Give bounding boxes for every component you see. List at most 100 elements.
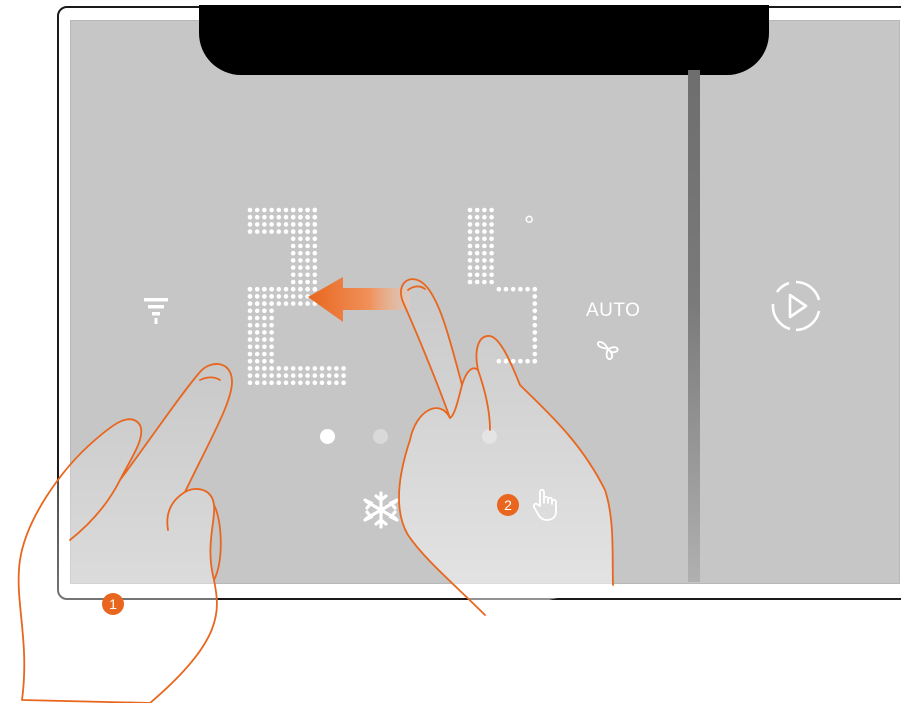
display-dot [468,265,473,270]
display-dot [298,244,303,249]
display-dot [248,208,253,213]
display-dot [533,359,538,364]
display-dot [504,287,509,292]
display-dot [248,309,253,314]
display-dot [255,330,260,335]
display-dot [482,237,487,242]
display-dot [305,280,310,285]
play-circle-icon[interactable] [768,278,824,334]
display-dot [305,373,310,378]
display-dot [327,373,332,378]
tap-hand-icon [531,486,565,522]
wifi-signal-icon[interactable] [141,294,171,328]
page-dot-1[interactable] [320,429,335,444]
display-dot [497,287,502,292]
display-dot [482,229,487,234]
display-dot [284,373,289,378]
temperature-display: ° [246,206,546,396]
display-dot [248,215,253,220]
display-dot [262,381,267,386]
display-dot [489,208,494,213]
display-dot [291,237,296,242]
display-dot [525,359,530,364]
display-dot [533,337,538,342]
display-dot [313,222,318,227]
display-dot [262,208,267,213]
display-dot [255,359,260,364]
display-dot [284,215,289,220]
display-dot [518,287,523,292]
display-dot [284,287,289,292]
display-dot [277,381,282,386]
display-dot [298,301,303,306]
display-dot [298,366,303,371]
page-dot-3[interactable] [482,429,497,444]
display-dot [248,345,253,350]
display-dot [468,222,473,227]
display-dot [305,381,310,386]
display-dot [298,237,303,242]
display-dot [262,222,267,227]
display-dot [255,373,260,378]
display-dot [482,258,487,263]
display-dot [262,366,267,371]
display-dot [277,215,282,220]
display-dot [305,251,310,256]
display-dot [248,316,253,321]
display-dot [533,294,538,299]
display-dot [468,208,473,213]
display-dot [262,287,267,292]
display-dot [305,273,310,278]
display-dot [489,265,494,270]
display-dot [255,345,260,350]
display-dot [468,244,473,249]
display-dot [291,366,296,371]
display-dot [511,287,516,292]
display-dot [475,273,480,278]
display-dot [255,222,260,227]
display-dot [489,258,494,263]
fan-icon[interactable] [592,334,624,364]
display-dot [262,330,267,335]
display-dot [269,301,274,306]
display-dot [525,287,530,292]
display-dot [269,222,274,227]
display-dot [313,229,318,234]
display-dot [277,366,282,371]
snowflake-icon[interactable] [361,490,401,530]
display-dot [313,237,318,242]
display-dot [255,229,260,234]
display-dot [489,280,494,285]
display-dot [298,273,303,278]
display-dot [475,222,480,227]
display-dot [269,309,274,314]
display-dot [269,330,274,335]
display-dot [291,229,296,234]
display-dot [269,215,274,220]
display-dot [255,323,260,328]
display-dot [284,208,289,213]
display-dot [262,337,267,342]
display-dot [468,258,473,263]
display-dot [305,244,310,249]
display-dot [305,237,310,242]
display-dot [269,366,274,371]
display-dot [262,215,267,220]
display-dot [482,265,487,270]
fan-mode-auto-label[interactable]: AUTO [586,300,640,322]
display-dot [269,352,274,357]
display-dot [305,258,310,263]
display-dot [269,359,274,364]
display-dot [305,265,310,270]
display-dot [269,345,274,350]
display-dot [475,229,480,234]
display-dot [298,287,303,292]
display-dot [269,323,274,328]
display-dot [298,222,303,227]
display-dot [255,381,260,386]
page-dot-2[interactable] [373,429,388,444]
display-dot [269,316,274,321]
screen-divider [688,70,700,582]
display-dot [320,366,325,371]
display-dot [269,294,274,299]
